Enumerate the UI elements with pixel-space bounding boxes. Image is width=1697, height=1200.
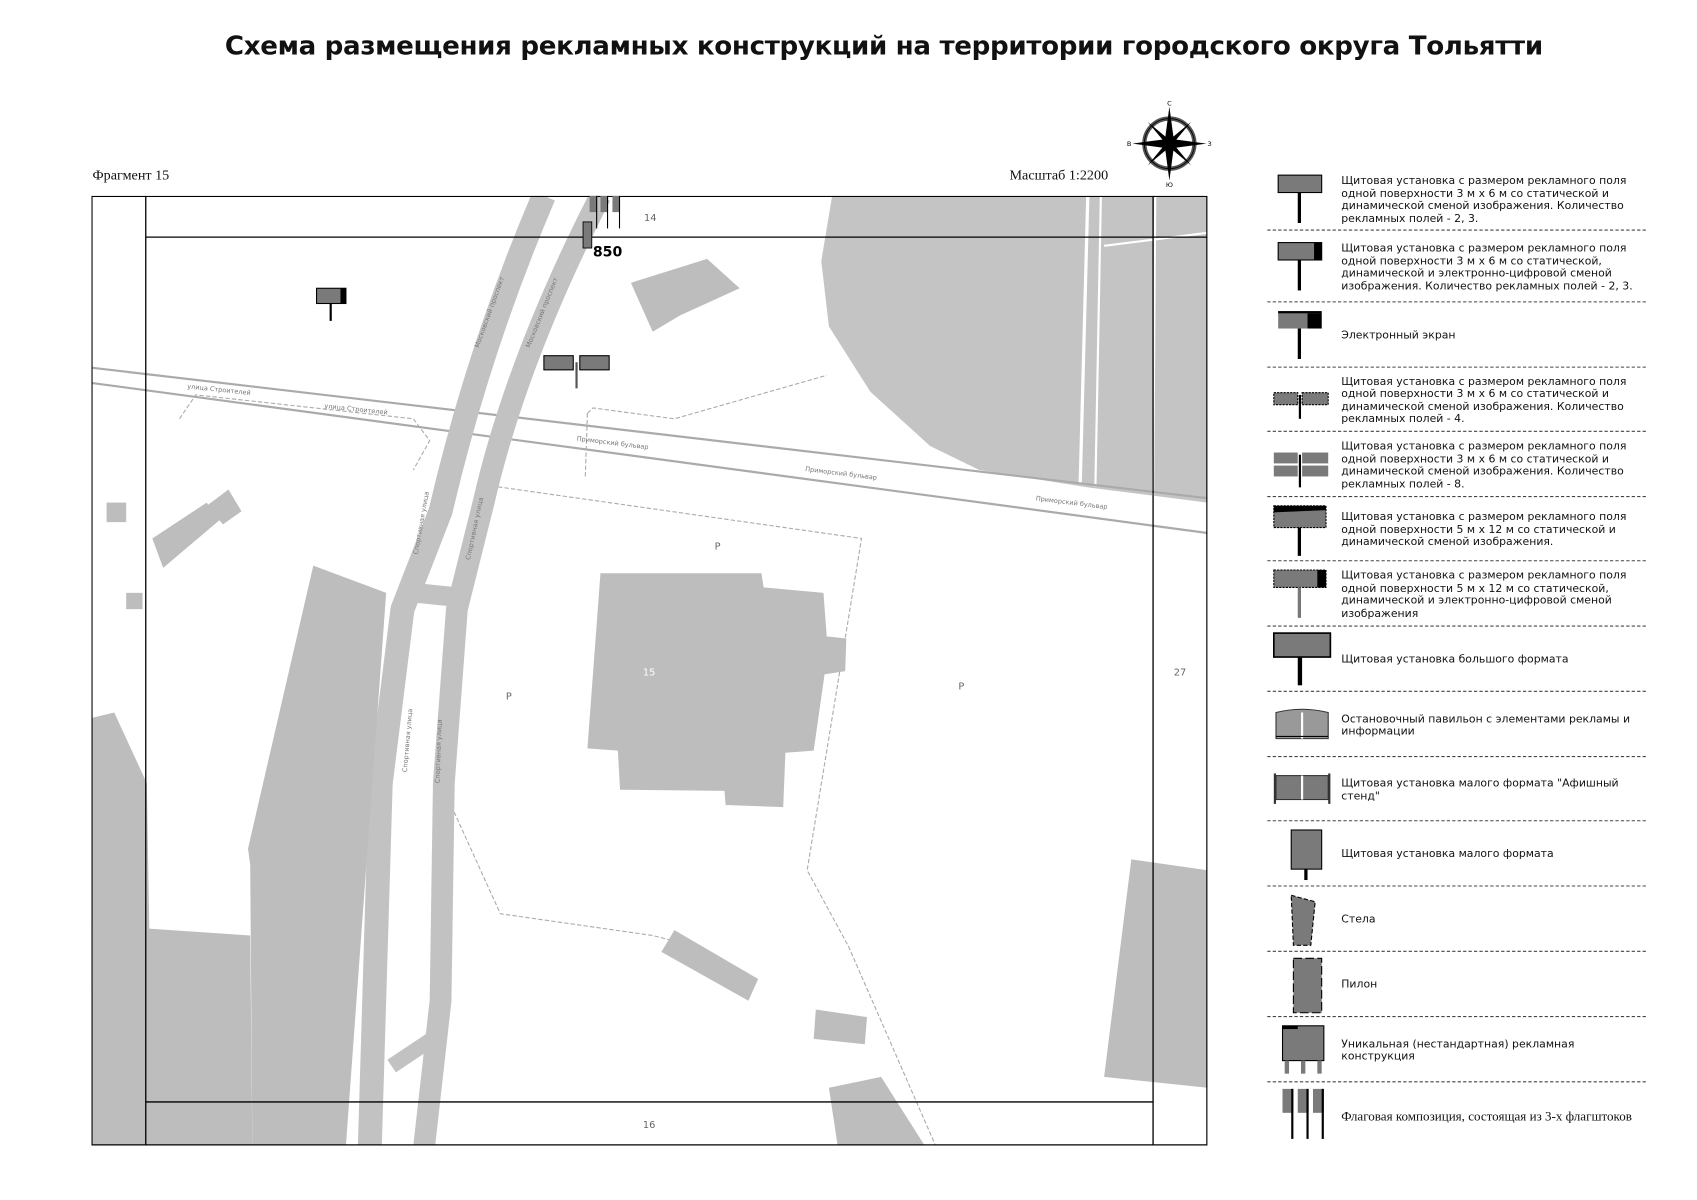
legend-item-large-format-billboard: Щитовая установка большого формата (1267, 628, 1646, 693)
billboard-3x6-digital-icon (1272, 238, 1333, 302)
fragment-label: Фрагмент 15 (92, 166, 170, 183)
sheet-number-center: 15 (643, 668, 655, 679)
legend-divider (1267, 1081, 1646, 1083)
pylon-marker[interactable] (582, 221, 593, 249)
legend-item-billboard-3x6-digital: Щитовая установка с размером рекламного … (1267, 232, 1646, 304)
billboard-8-fields-icon (1272, 444, 1333, 508)
legend-divider (1267, 625, 1646, 627)
legend-item-text: Флаговая композиция, состоящая из 3-х фл… (1341, 1108, 1632, 1124)
street-label-sportivnaya: Спортивная улица (401, 708, 415, 772)
billboard-4-fields-icon (1272, 379, 1333, 443)
sheet-number-bottom: 16 (643, 1120, 655, 1131)
legend-divider (1267, 229, 1646, 231)
legend-divider (1267, 496, 1646, 498)
construction-number[interactable]: 850 (593, 245, 623, 261)
park-area (821, 195, 1208, 503)
building-15 (587, 573, 847, 808)
legend-item-text: Щитовая установка с размером рекламного … (1341, 511, 1627, 549)
legend-divider (1267, 690, 1646, 692)
large-format-billboard-icon (1272, 631, 1333, 695)
legend-item-flag-composition: Флаговая композиция, состоящая из 3-х фл… (1267, 1083, 1646, 1148)
legend-item-billboard-5x12-digital: Щитовая установка с размером рекламного … (1267, 562, 1646, 627)
legend-item-text: Электронный экран (1341, 329, 1456, 342)
parking-marker: Р (506, 691, 512, 702)
legend-item-text: Щитовая установка с размером рекламного … (1341, 440, 1627, 491)
small-format-billboard-icon (1272, 826, 1333, 890)
road-moskovsky-sportivnaya (357, 195, 611, 1146)
legend-item-bus-stop-pavilion: Остановочный павильон с элементами рекла… (1267, 693, 1646, 758)
legend-item-poster-stand: Щитовая установка малого формата "Афишны… (1267, 758, 1646, 822)
legend-item-text: Щитовая установка малого формата (1341, 848, 1554, 861)
electronic-screen-icon (1272, 307, 1333, 371)
double-billboard-marker[interactable] (543, 355, 610, 389)
street-label-stroiteley: улица Строителей (324, 402, 388, 417)
legend-item-stele: Стела (1267, 888, 1646, 953)
sheet-number-top: 14 (644, 213, 656, 224)
legend-divider (1267, 560, 1646, 562)
legend-item-text: Остановочный павильон с элементами рекла… (1341, 713, 1631, 738)
legend-item-pylon: Пилон (1267, 953, 1646, 1018)
flag-composition-icon (1272, 1087, 1333, 1151)
buildings (91, 258, 1208, 1146)
legend-item-text: Щитовая установка малого формата "Афишны… (1341, 777, 1619, 803)
legend-divider (1267, 366, 1646, 368)
flag-composition-marker[interactable] (589, 195, 621, 229)
billboard-3x6-icon (1272, 171, 1333, 235)
sheet-grid (91, 195, 1208, 1146)
legend-item-billboard-3x6: Щитовая установка с размером рекламного … (1267, 169, 1646, 232)
legend-divider (1267, 1016, 1646, 1018)
legend-item-billboard-5x12: Щитовая установка с размером рекламного … (1267, 498, 1646, 562)
legend-item-small-format-billboard: Щитовая установка малого формата (1267, 822, 1646, 887)
legend-item-billboard-4-fields: Щитовая установка с размером рекламного … (1267, 369, 1646, 433)
compass-south: Ю (1166, 181, 1173, 187)
page-title: Схема размещения рекламных конструкций н… (224, 30, 1543, 61)
pylon-icon (1272, 956, 1333, 1020)
legend-item-text: Щитовая установка с размером рекламного … (1341, 175, 1627, 225)
legend-divider (1267, 301, 1646, 303)
parking-marker: Р (715, 541, 721, 552)
map-fragment[interactable]: 14 15 27 16 850 Р Р Р улица Строителей у… (91, 195, 1208, 1146)
billboard-marker[interactable] (316, 287, 347, 321)
compass-west: В (1127, 140, 1132, 148)
street-label-primorsky: Приморский бульвар (1035, 494, 1108, 511)
unique-construction-icon (1272, 1021, 1333, 1085)
legend-item-text: Стела (1341, 913, 1376, 926)
legend-divider (1267, 430, 1646, 432)
street-label-sportivnaya: Спортивная улица (433, 719, 443, 783)
legend-item-electronic-screen: Электронный экран (1267, 303, 1646, 368)
legend-item-billboard-8-fields: Щитовая установка с размером рекламного … (1267, 433, 1646, 498)
billboard-5x12-digital-icon (1272, 566, 1333, 630)
legend-divider (1267, 820, 1646, 822)
legend-item-text: Щитовая установка с размером рекламного … (1341, 570, 1627, 620)
scale-label: Масштаб 1:2200 (1009, 166, 1109, 183)
compass-east: З (1208, 140, 1212, 148)
parking-marker: Р (958, 682, 964, 693)
legend-item-text: Щитовая установка с размером рекламного … (1341, 242, 1633, 293)
stele-icon (1272, 891, 1333, 955)
legend-item-text: Щитовая установка большого формата (1341, 653, 1569, 666)
billboard-5x12-icon (1272, 501, 1333, 565)
legend-item-text: Пилон (1341, 979, 1378, 991)
legend-divider (1267, 950, 1646, 952)
sheet-number-right: 27 (1174, 668, 1186, 679)
legend-item-text: Щитовая установка с размером рекламного … (1341, 375, 1627, 426)
legend-divider (1267, 885, 1646, 887)
compass-north: С (1167, 100, 1172, 107)
legend-item-unique-construction: Уникальная (нестандартная) рекламная кон… (1267, 1018, 1646, 1083)
compass-rose-icon: С Ю В З (1127, 100, 1212, 187)
legend-item-text: Уникальная (нестандартная) рекламная кон… (1341, 1038, 1575, 1063)
legend-divider (1267, 756, 1646, 758)
poster-stand-icon (1272, 769, 1333, 833)
bus-stop-pavilion-icon (1272, 704, 1333, 768)
